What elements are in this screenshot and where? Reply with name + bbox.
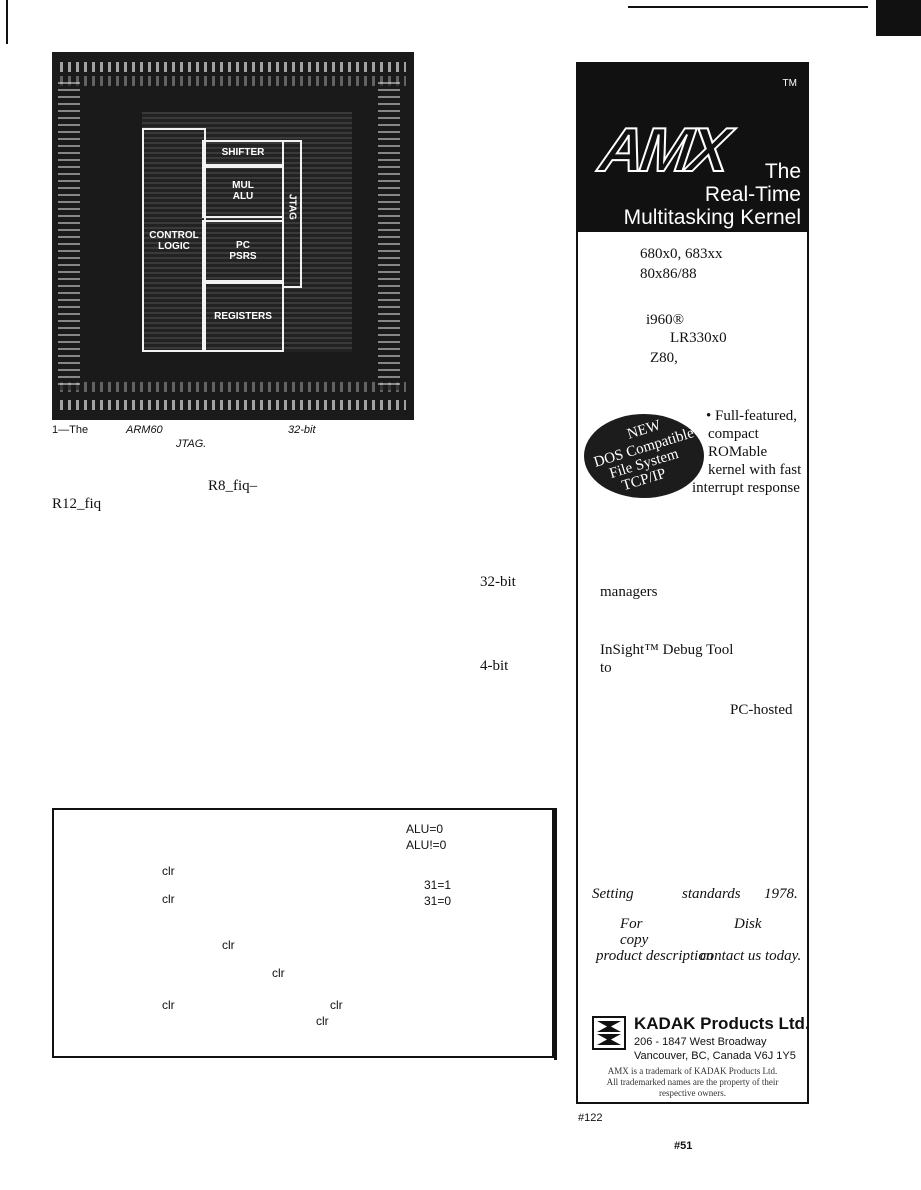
code-table: ALU=0 ALU!=0 clr 31=1 clr 31=0 clr clr c… <box>52 808 557 1060</box>
feature-line: compact <box>708 426 759 442</box>
die-core <box>142 112 352 352</box>
code-alu-ne: ALU!=0 <box>406 838 447 852</box>
amx-advertisement: TM AMX The Real-Time Multitasking Kernel… <box>576 62 809 1104</box>
company-address-line: Vancouver, BC, Canada V6J 1Y5 <box>634 1050 796 1062</box>
die-pad-row-top <box>60 62 406 72</box>
die-pad-col-right <box>378 82 400 390</box>
slogan-contact: contact us today. <box>700 948 802 964</box>
ad-text-managers: managers <box>600 584 658 600</box>
ad-text-to: to <box>600 660 612 676</box>
cpu-item: Z80, <box>650 350 678 366</box>
slogan-setting: Setting <box>592 886 634 902</box>
ad-header: TM AMX The Real-Time Multitasking Kernel <box>578 64 807 232</box>
feature-line: • Full-featured, <box>706 408 798 424</box>
die-pad-col-left <box>58 82 80 390</box>
slogan-year: 1978. <box>764 886 798 902</box>
feature-line: ROMable <box>708 444 768 460</box>
ad-tagline: The Real-Time Multitasking Kernel <box>623 160 801 229</box>
cpu-item: i960® <box>646 312 685 328</box>
trademark-note: All trademarked names are the property o… <box>606 1077 779 1087</box>
slogan-product-description: product description <box>596 948 714 964</box>
code-clr: clr <box>162 892 175 906</box>
slogan-disk: Disk <box>734 916 762 932</box>
arm60-die-photo: CONTROL LOGIC SHIFTER MUL ALU PC PSRS RE… <box>52 52 414 420</box>
block-control-logic: CONTROL LOGIC <box>142 128 206 352</box>
block-jtag: JTAG <box>282 140 302 288</box>
company-address-line: 206 - 1847 West Broadway <box>634 1036 767 1048</box>
reader-service-number: #122 <box>578 1112 603 1124</box>
trademark-mark: TM <box>782 78 797 89</box>
cpu-item: 680x0, 683xx <box>640 246 723 262</box>
slogan-for: For <box>620 916 643 932</box>
block-registers: REGISTERS <box>202 282 284 352</box>
code-clr: clr <box>330 998 343 1012</box>
slogan-copy: copy <box>620 932 649 948</box>
code-clr: clr <box>222 938 235 952</box>
header-rule <box>628 6 868 8</box>
slogan-standards: standards <box>682 886 741 902</box>
text-r12-fiq: R12_fiq <box>52 496 102 512</box>
code-bit31-clr: 31=0 <box>424 894 452 908</box>
trademark-note: respective owners. <box>659 1088 726 1098</box>
cpu-item: LR330x0 <box>670 330 727 346</box>
block-pc-psrs: PC PSRS <box>202 220 284 282</box>
die-pad-row-bottom <box>60 400 406 410</box>
text-32-bit: 32-bit <box>480 574 516 590</box>
code-clr: clr <box>316 1014 329 1028</box>
margin-bar <box>6 0 8 44</box>
block-mul-alu: MUL ALU <box>202 166 284 218</box>
page-number: #51 <box>674 1140 693 1152</box>
code-bit31-set: 31=1 <box>424 878 452 892</box>
block-shifter: SHIFTER <box>202 140 284 166</box>
die-pad-row-bottom-2 <box>60 382 406 392</box>
feature-line: interrupt response <box>692 480 800 496</box>
new-features-badge: NEW DOS Compatible File System TCP/IP <box>584 414 704 498</box>
text-r8-fiq: R8_fiq– <box>208 478 258 494</box>
kadak-logo-icon <box>592 1016 626 1050</box>
company-name: KADAK Products Ltd. <box>634 1014 809 1033</box>
code-clr: clr <box>272 966 285 980</box>
code-alu-eq: ALU=0 <box>406 822 444 836</box>
die-pad-row-top-2 <box>60 76 406 86</box>
feature-line: kernel with fast <box>708 462 802 478</box>
text-4-bit: 4-bit <box>480 658 509 674</box>
ad-text-pc-hosted: PC-hosted <box>730 702 793 718</box>
trademark-note: AMX is a trademark of KADAK Products Ltd… <box>607 1066 778 1076</box>
code-clr: clr <box>162 998 175 1012</box>
cpu-item: 80x86/88 <box>640 266 697 282</box>
page-corner-tab <box>876 0 921 36</box>
ad-text-insight: InSight™ Debug Tool <box>600 642 734 658</box>
code-clr: clr <box>162 864 175 878</box>
